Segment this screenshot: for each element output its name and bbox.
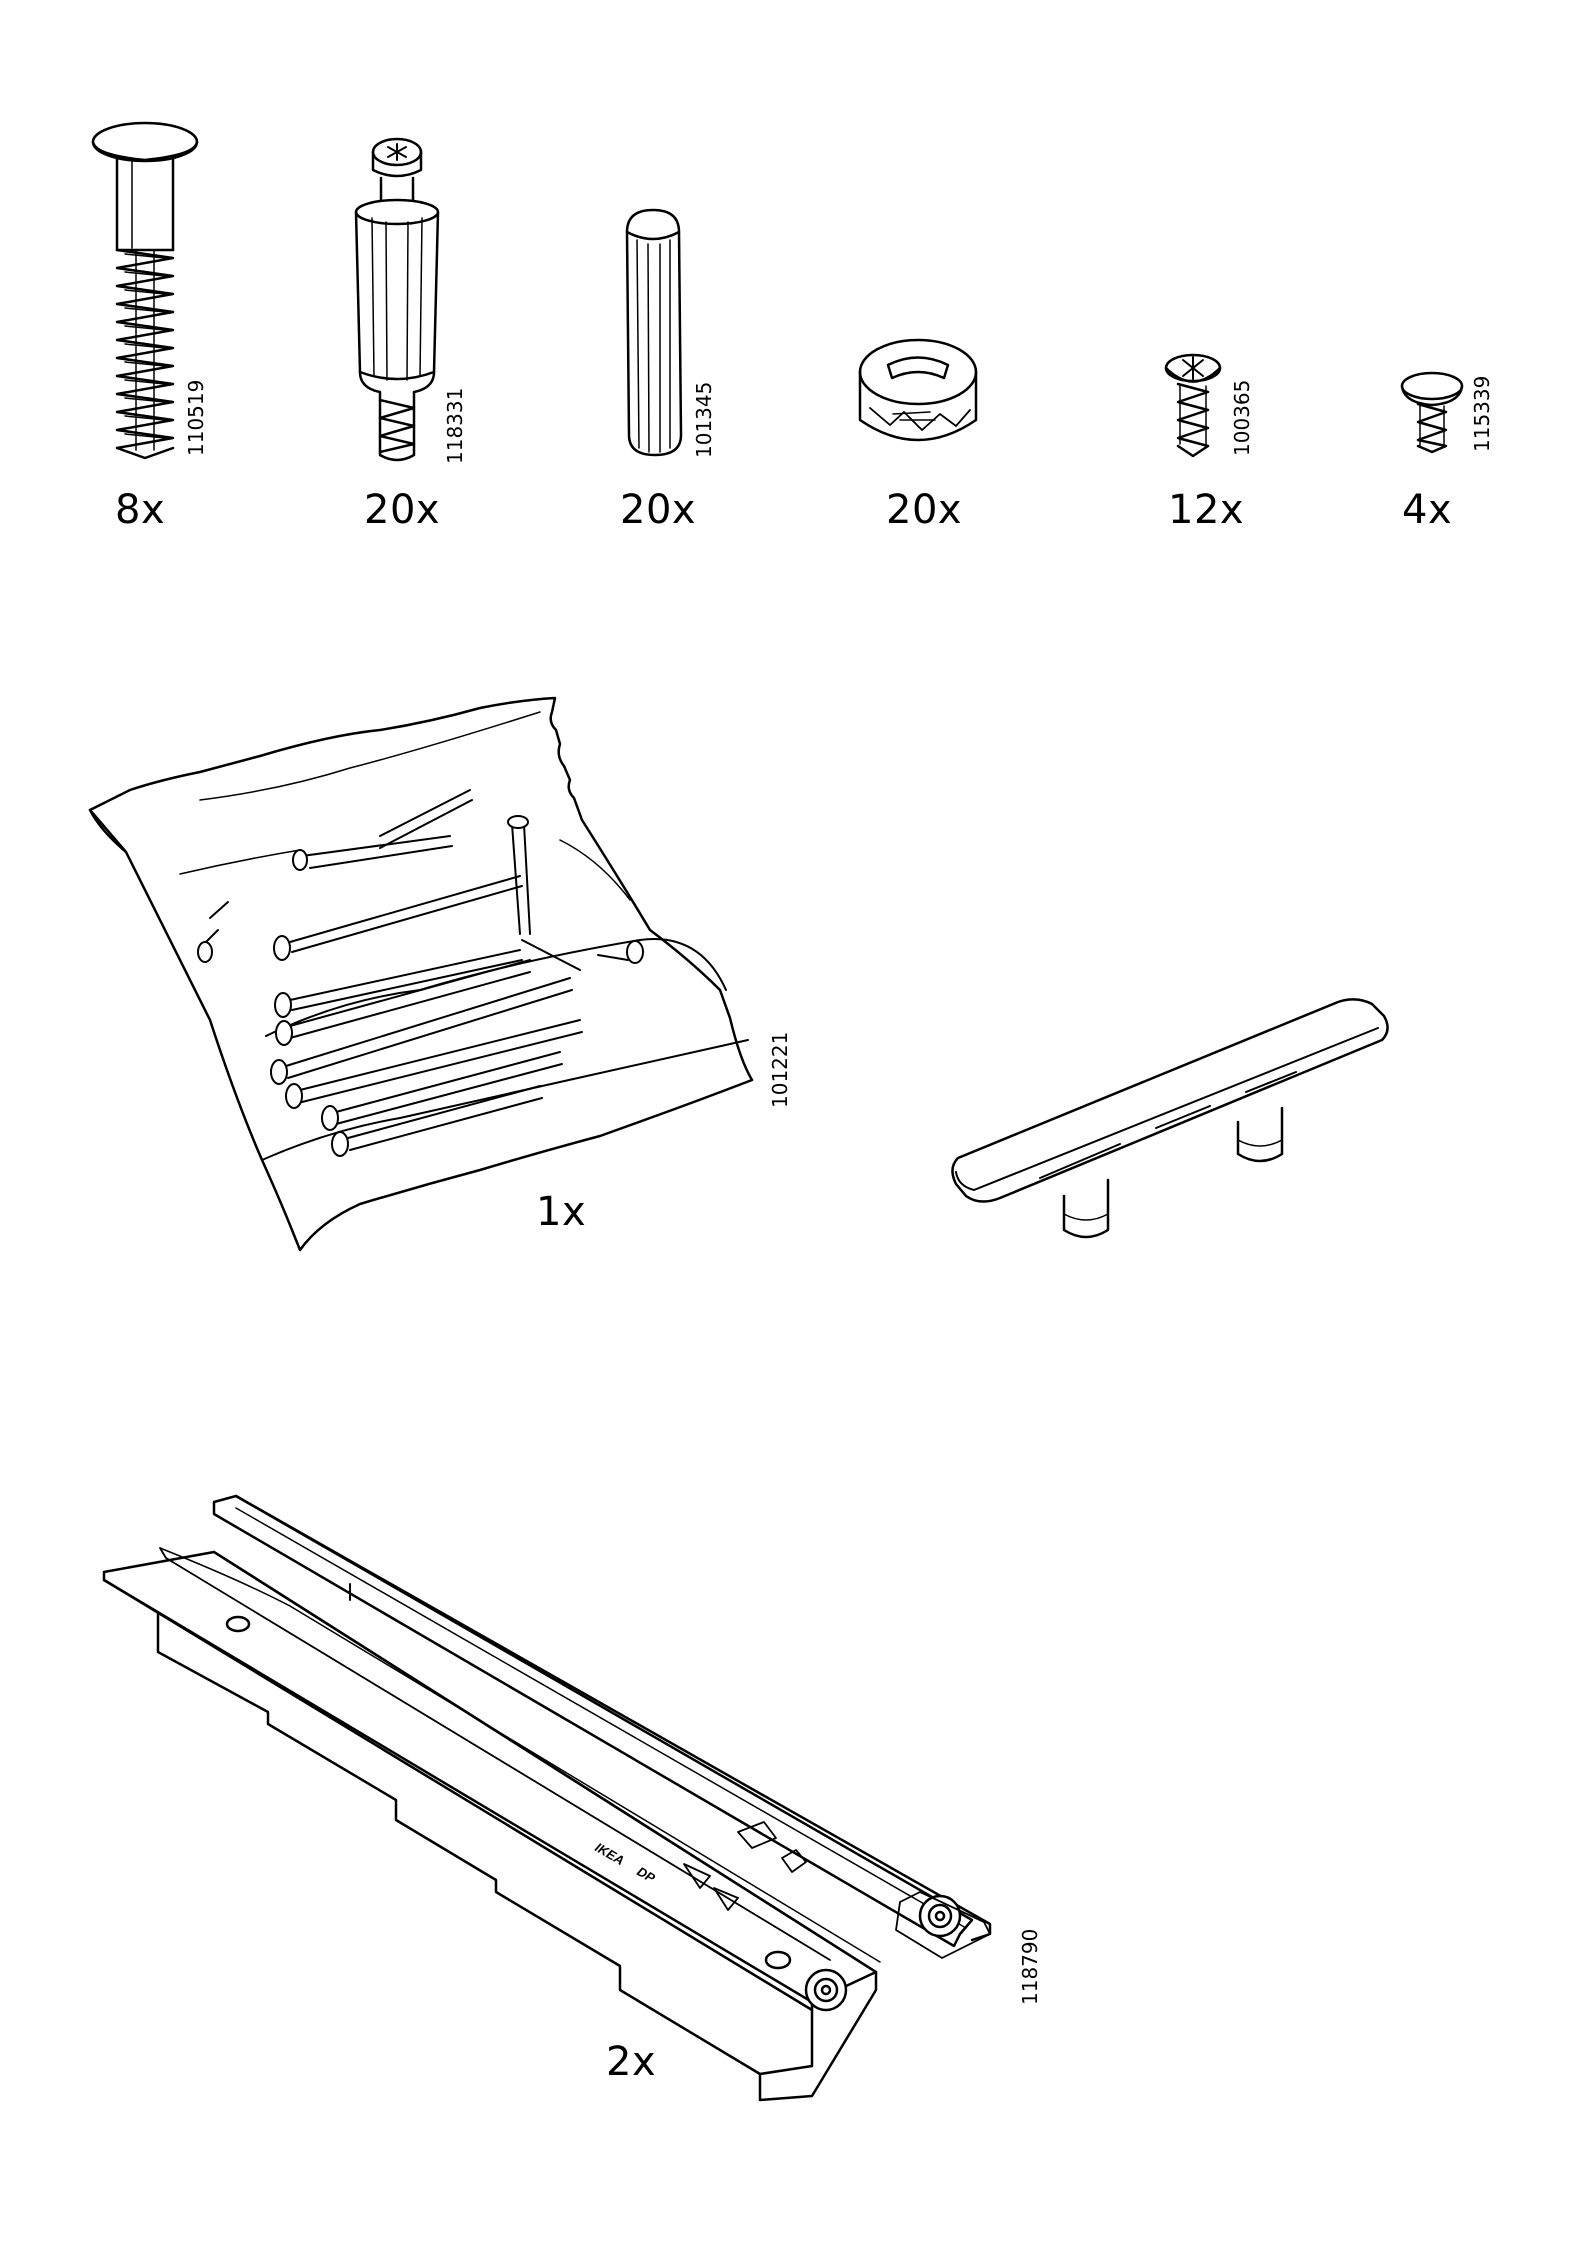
part-quantity: 8x — [115, 490, 165, 530]
part-quantity: 20x — [364, 490, 440, 530]
part-article-number: 100365 — [1232, 380, 1252, 456]
nail-bag-icon — [90, 698, 752, 1250]
part-article-number: 101345 — [694, 382, 714, 458]
part-quantity: 20x — [620, 490, 696, 530]
part-quantity: 4x — [1402, 490, 1452, 530]
part-article-number: 101221 — [770, 1032, 790, 1108]
cam-lock-nut-icon — [860, 340, 976, 440]
handle-icon — [952, 999, 1387, 1237]
short-screw-icon — [1402, 373, 1462, 452]
part-quantity: 1x — [536, 1192, 586, 1232]
drawer-runner-icon: IKEA DP — [104, 1496, 990, 2100]
long-connector-bolt-icon — [93, 123, 197, 458]
wooden-dowel-icon — [627, 210, 681, 455]
part-article-number: 110519 — [186, 380, 206, 456]
part-quantity: 20x — [886, 490, 962, 530]
part-article-number: 118790 — [1020, 1929, 1040, 2005]
part-quantity: 12x — [1168, 490, 1244, 530]
part-article-number: 118331 — [445, 388, 465, 464]
part-quantity: 2x — [606, 2042, 656, 2082]
cam-lock-dowel-icon — [356, 139, 438, 460]
screw-icon — [1166, 355, 1220, 456]
part-article-number: 115339 — [1472, 376, 1492, 452]
